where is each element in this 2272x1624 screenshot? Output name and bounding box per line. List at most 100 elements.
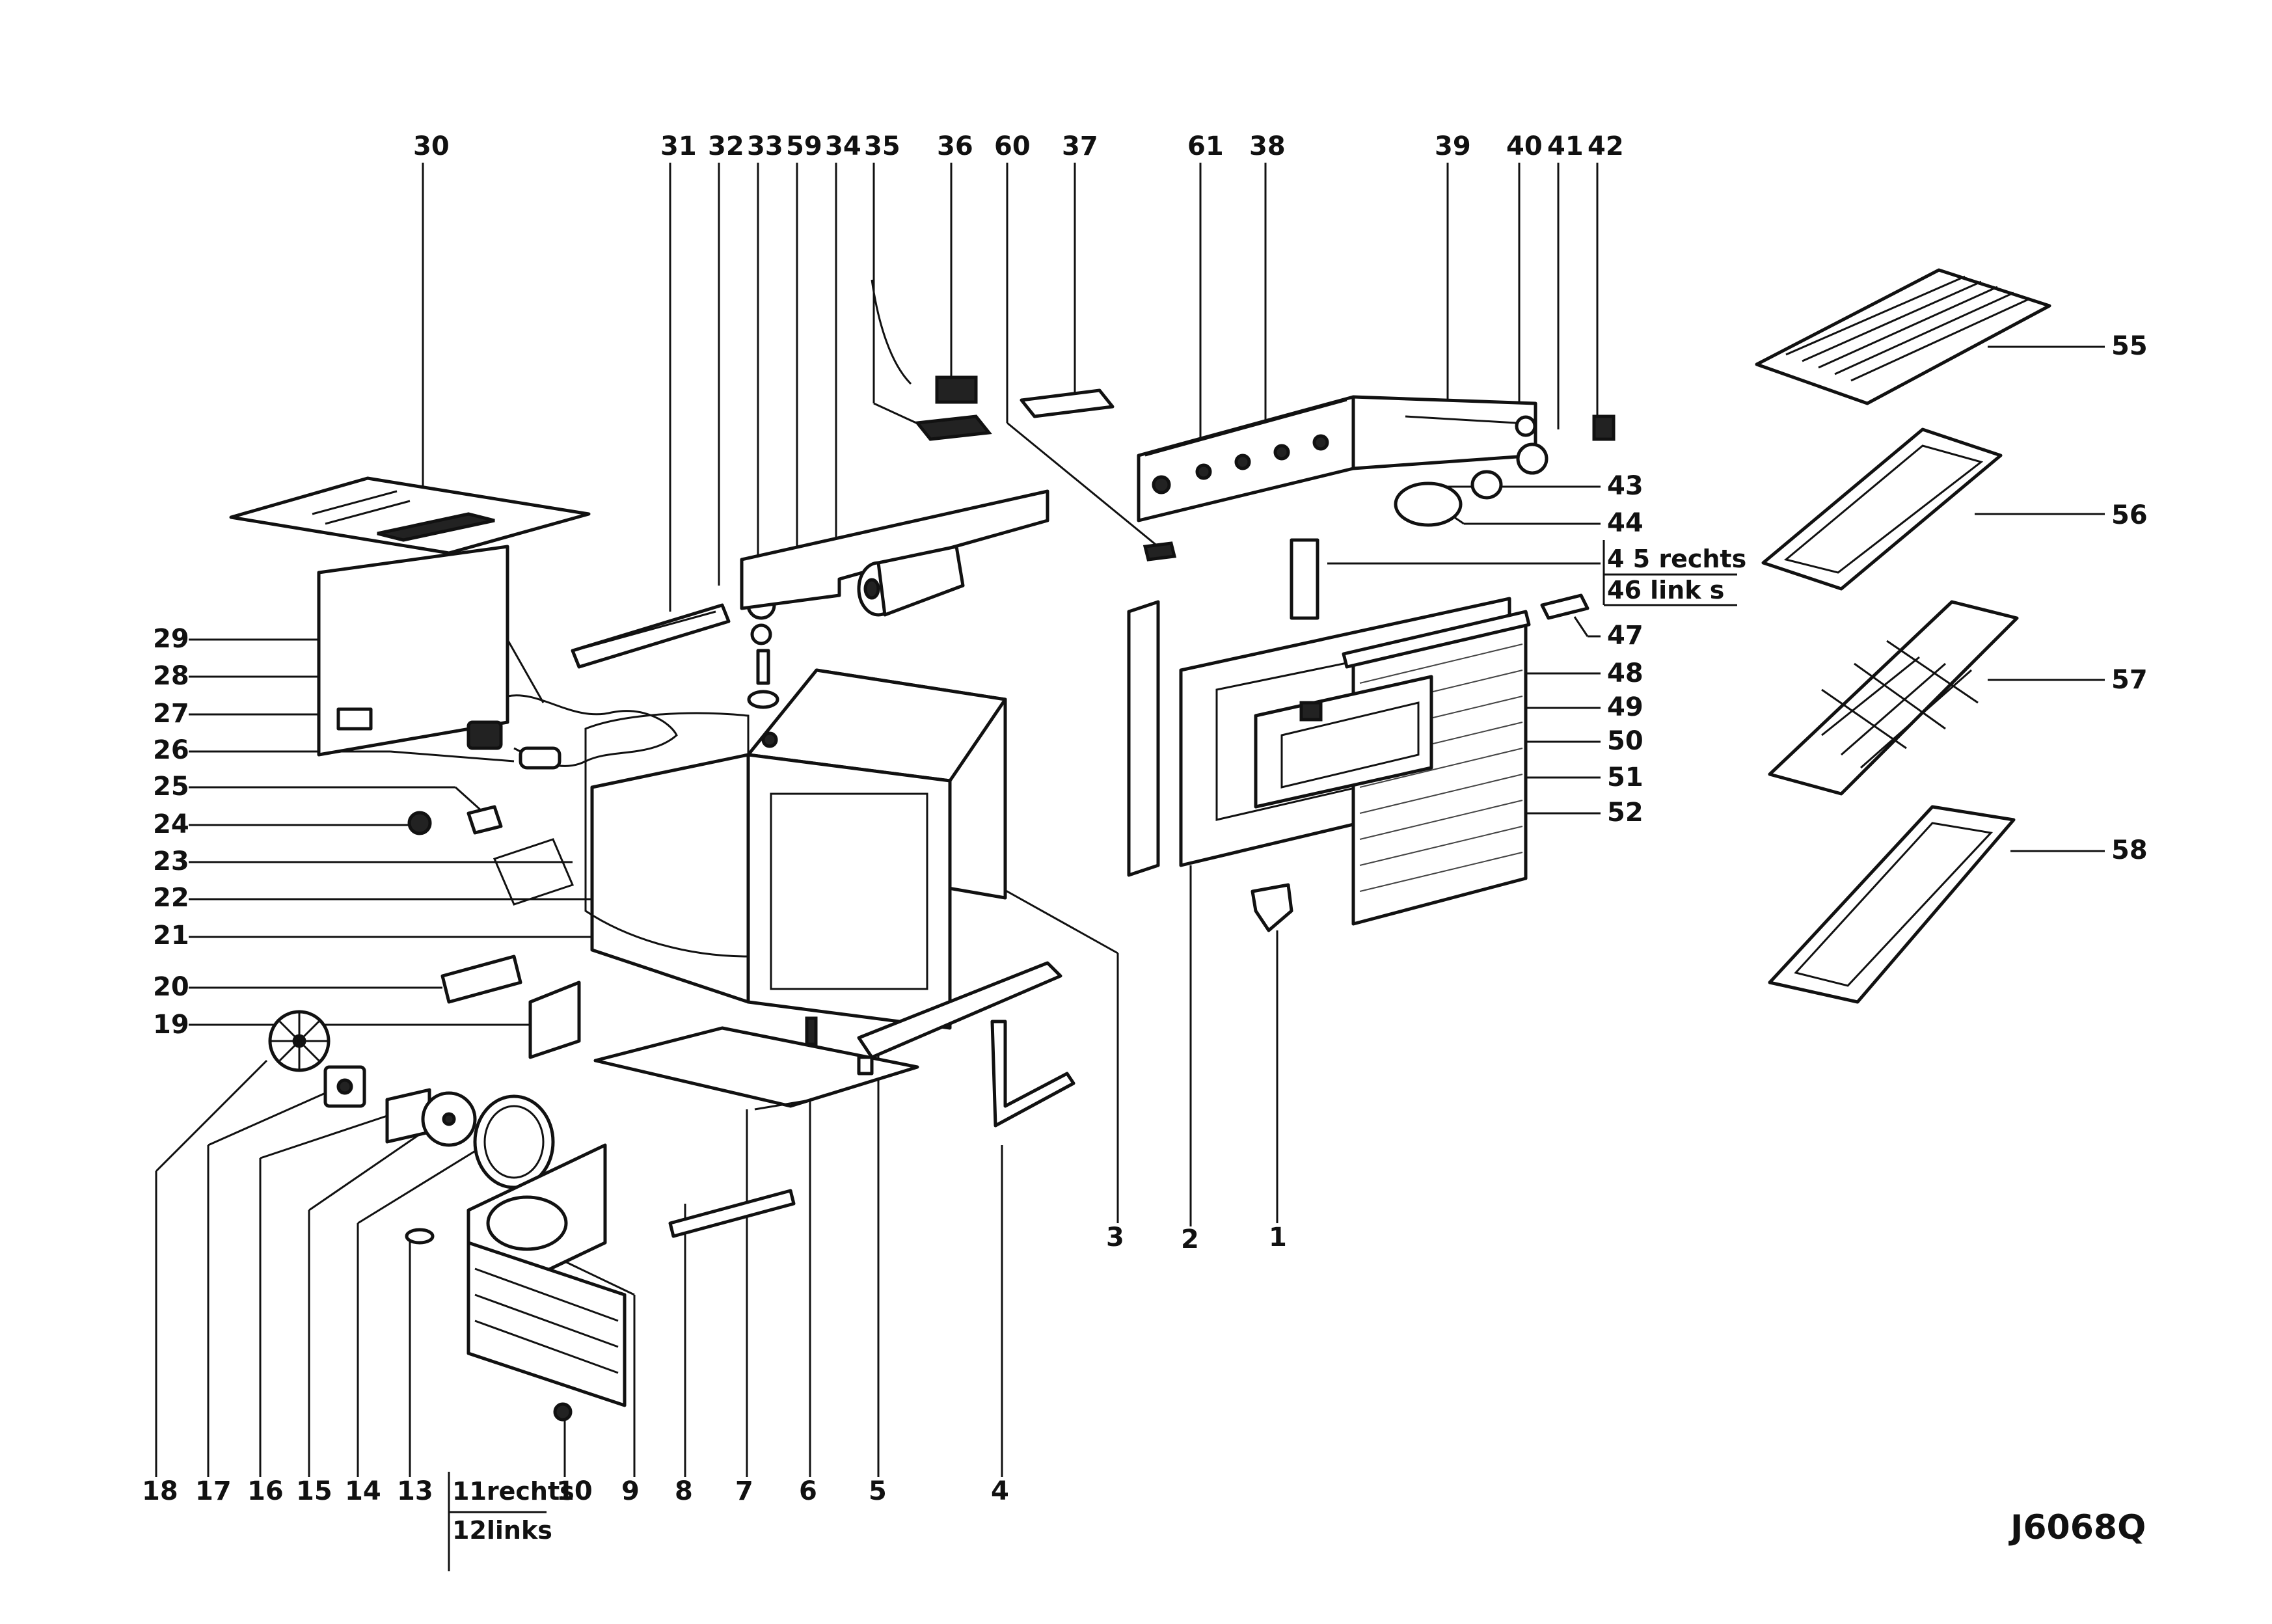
callout-39: 39 [1435, 131, 1471, 161]
part-8-rail [668, 1189, 796, 1238]
top-callout-labels: 30 31 32 33 59 34 35 36 37 60 61 38 39 4… [413, 131, 1624, 161]
callout-36: 36 [937, 131, 973, 161]
part-58-deep-tray [1768, 805, 2016, 1004]
callout-41: 41 [1547, 131, 1584, 161]
callout-27: 27 [153, 699, 189, 729]
callout-6: 6 [799, 1476, 817, 1506]
part-18-fan-blade [268, 1010, 331, 1072]
part-56-baking-tray [1761, 427, 2003, 591]
callout-28: 28 [153, 661, 189, 691]
part-31-terminal-strip [571, 603, 731, 669]
part-43-44-knobs [1394, 470, 1503, 527]
right-callout-labels: 43 44 47 48 49 50 51 52 4 5 rechts 46 li… [1603, 471, 1746, 828]
part-7-bottom-plate [593, 1026, 919, 1111]
part-55-wire-rack [1755, 268, 2051, 405]
far-right-callout-labels: 55 56 57 58 [2111, 331, 2148, 865]
callout-23: 23 [153, 846, 189, 876]
part-10-screw [553, 1402, 573, 1422]
callout-56: 56 [2111, 500, 2148, 530]
callout-31: 31 [660, 131, 697, 161]
callout-19: 19 [153, 1010, 189, 1040]
part-13-clip [405, 1228, 435, 1245]
part-5-hinge-channel [857, 961, 1062, 1076]
callout-45-rechts: 4 5 rechts [1607, 545, 1746, 573]
callout-12-links: 12links [452, 1516, 552, 1545]
callout-40: 40 [1506, 131, 1543, 161]
callout-37: 37 [1062, 131, 1098, 161]
callout-33: 33 [747, 131, 783, 161]
callout-44: 44 [1607, 508, 1643, 538]
part-30-top-plate [229, 476, 591, 555]
callout-42: 42 [1588, 131, 1624, 161]
part-39-42-small-controls [1405, 414, 1616, 475]
callout-34: 34 [825, 131, 861, 161]
part-27-side-panel [317, 545, 509, 757]
part-45-46-door-hinge [1290, 538, 1319, 620]
callout-60: 60 [994, 131, 1031, 161]
part-17-fan-motor [323, 1065, 366, 1108]
callout-48: 48 [1607, 658, 1643, 688]
callout-7: 7 [735, 1476, 753, 1506]
bottom-callout-labels: 18 17 16 15 14 13 10 9 8 7 6 5 4 3 2 1 1… [142, 1223, 1287, 1571]
callout-16: 16 [247, 1476, 284, 1506]
callout-24: 24 [153, 809, 189, 839]
part-32-33-59-fittings [746, 590, 779, 709]
part-4-handle-bracket [990, 1020, 1075, 1128]
part-15-fan-wheel [421, 1091, 477, 1147]
part-23-25-brackets [407, 805, 575, 906]
callout-57: 57 [2111, 665, 2148, 695]
callout-50: 50 [1607, 726, 1643, 756]
callout-15: 15 [296, 1476, 332, 1506]
callout-32: 32 [708, 131, 744, 161]
callout-14: 14 [345, 1476, 381, 1506]
callout-2: 2 [1181, 1225, 1199, 1254]
callout-55: 55 [2111, 331, 2148, 361]
callout-4: 4 [991, 1476, 1009, 1506]
callout-35: 35 [864, 131, 900, 161]
callout-25: 25 [153, 772, 189, 802]
callout-47: 47 [1607, 621, 1643, 651]
callout-20: 20 [153, 972, 189, 1002]
callout-52: 52 [1607, 798, 1643, 828]
part-3-oven-cavity [584, 668, 1007, 1030]
callout-5: 5 [869, 1476, 887, 1506]
callout-38: 38 [1249, 131, 1286, 161]
callout-17: 17 [195, 1476, 232, 1506]
callout-1: 1 [1269, 1223, 1287, 1252]
part-1-hinge-clamp [1251, 883, 1293, 932]
part-35-36-37-controls [871, 279, 1115, 441]
callout-13: 13 [397, 1476, 433, 1506]
part-38-control-panel [1137, 395, 1537, 522]
drawing-code: J6068Q [2008, 1508, 2146, 1547]
callout-43: 43 [1607, 471, 1643, 501]
callout-21: 21 [153, 921, 189, 951]
part-19-20-terminal-block [440, 954, 581, 1059]
callout-18: 18 [142, 1476, 178, 1506]
part-14-fan-cover [473, 1094, 555, 1189]
callout-46-links: 46 link s [1607, 576, 1724, 604]
callout-59: 59 [786, 131, 822, 161]
callout-30: 30 [413, 131, 450, 161]
part-57-grill-tray [1768, 600, 2019, 796]
callout-11-rechts: 11rechts [452, 1477, 575, 1506]
part-34-fan-motor [740, 489, 1049, 617]
callout-49: 49 [1607, 692, 1643, 722]
part-11-12-shelf-rails [467, 1241, 627, 1407]
left-callout-labels: 29 28 27 26 25 24 23 22 21 20 19 [153, 624, 189, 1040]
callout-61: 61 [1187, 131, 1224, 161]
callout-3: 3 [1106, 1223, 1124, 1252]
callout-8: 8 [675, 1476, 693, 1506]
part-47-door-clip [1540, 593, 1589, 620]
callout-22: 22 [153, 883, 189, 913]
part-60-clip [1143, 541, 1177, 562]
part-28-29-heating-element [467, 694, 678, 770]
callout-26: 26 [153, 735, 189, 765]
callout-51: 51 [1607, 763, 1643, 792]
part-6-spring [805, 1016, 818, 1046]
callout-9: 9 [621, 1476, 640, 1506]
callout-58: 58 [2111, 835, 2148, 865]
callout-29: 29 [153, 624, 189, 654]
part-49-50-51-inner-glass [1254, 675, 1433, 809]
callout-10: 10 [556, 1476, 593, 1506]
